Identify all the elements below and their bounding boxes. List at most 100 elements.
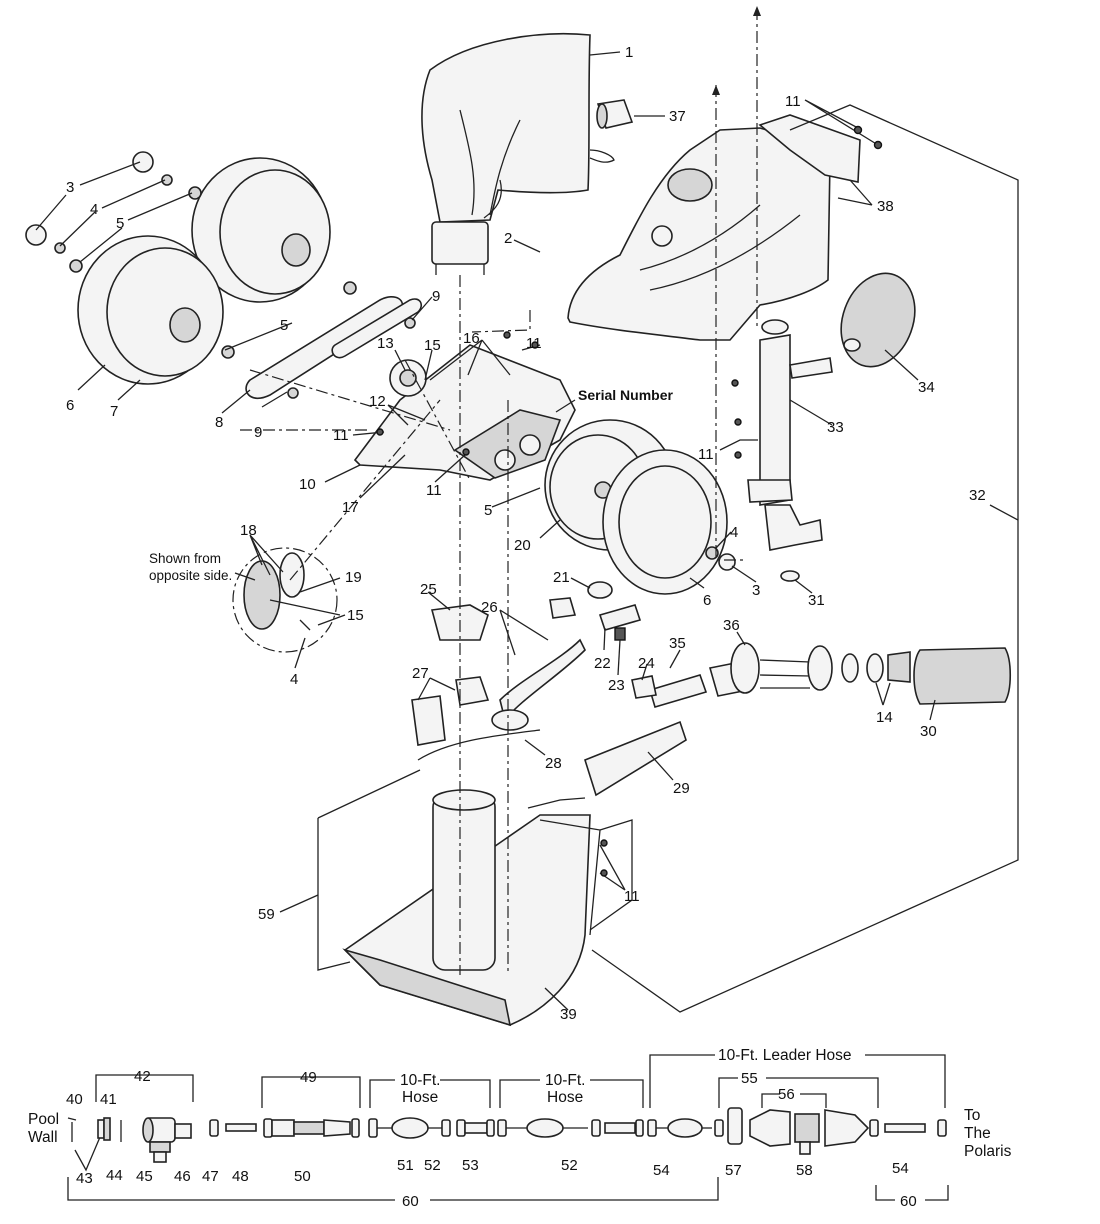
callout-12: 12 <box>369 393 386 410</box>
callout-35: 35 <box>669 635 686 652</box>
callout-8: 8 <box>215 414 223 431</box>
hose-b-label-line2: Hose <box>547 1089 583 1106</box>
callout-56: 56 <box>778 1086 795 1103</box>
callout-57: 57 <box>725 1162 742 1179</box>
callout-21: 21 <box>553 569 570 586</box>
leader-lines <box>35 51 1019 1011</box>
centerlines <box>240 8 758 975</box>
callout-24: 24 <box>638 655 655 672</box>
callout-60b: 60 <box>900 1193 917 1210</box>
callout-3a: 3 <box>66 179 74 196</box>
callout-5b: 5 <box>280 317 288 334</box>
callout-3b: 3 <box>752 582 760 599</box>
riser-tube <box>747 319 833 582</box>
callout-27: 27 <box>412 665 429 682</box>
callout-25: 25 <box>420 581 437 598</box>
callout-32: 32 <box>969 487 986 504</box>
callout-50: 50 <box>294 1168 311 1185</box>
callout-44: 44 <box>106 1167 123 1184</box>
hose-a-label-line1: 10-Ft. <box>400 1072 440 1089</box>
sweep-hose-assembly <box>649 642 1012 708</box>
swivel-fittings <box>491 581 657 731</box>
hose-assembly-diagram: Pool Wall To The Polaris 10-Ft. Hose 10-… <box>28 1047 1012 1210</box>
callout-52a: 52 <box>424 1157 441 1174</box>
callout-labels: 1 2 3 3 4 4 4 5 5 5 6 6 7 8 9 9 10 11 11… <box>66 44 986 1023</box>
callout-13: 13 <box>377 335 394 352</box>
fasteners <box>376 125 883 877</box>
callout-11a: 11 <box>785 93 801 110</box>
callout-34: 34 <box>918 379 935 396</box>
to-polaris-line2: The <box>964 1125 991 1142</box>
callout-53: 53 <box>462 1157 479 1174</box>
flap <box>584 720 687 797</box>
to-polaris-line3: Polaris <box>964 1143 1012 1160</box>
callout-4b: 4 <box>730 524 738 541</box>
pool-wall-label-line2: Wall <box>28 1129 58 1146</box>
nozzle-cap <box>596 99 634 129</box>
float <box>840 272 916 368</box>
shown-from-note-line1: Shown from <box>149 551 221 566</box>
callout-15a: 15 <box>424 337 441 354</box>
callout-29: 29 <box>673 780 690 797</box>
callout-31: 31 <box>808 592 825 609</box>
callout-22: 22 <box>594 655 611 672</box>
callout-60a: 60 <box>402 1193 419 1210</box>
callout-43: 43 <box>76 1170 93 1187</box>
callout-6b: 6 <box>703 592 711 609</box>
callout-11f: 11 <box>624 888 640 905</box>
callout-19: 19 <box>345 569 362 586</box>
callout-6a: 6 <box>66 397 74 414</box>
callout-1: 1 <box>625 44 633 61</box>
callout-11c: 11 <box>333 427 349 444</box>
callout-7: 7 <box>110 403 118 420</box>
chassis <box>353 344 576 481</box>
callout-59: 59 <box>258 906 275 923</box>
callout-5a: 5 <box>116 215 124 232</box>
leader-hose-label: 10-Ft. Leader Hose <box>718 1047 852 1064</box>
callout-39: 39 <box>560 1006 577 1023</box>
filter-bag <box>421 32 615 275</box>
callout-48: 48 <box>232 1168 249 1185</box>
callout-20: 20 <box>514 537 531 554</box>
callout-51: 51 <box>397 1157 414 1174</box>
callout-9b: 9 <box>254 424 262 441</box>
left-wheels <box>25 151 357 385</box>
callout-15b: 15 <box>347 607 364 624</box>
top-cover <box>567 114 861 341</box>
shown-from-note-line2: opposite side. <box>149 568 232 583</box>
callout-16: 16 <box>463 330 480 347</box>
callout-45: 45 <box>136 1168 153 1185</box>
drive-belts <box>245 296 422 400</box>
callout-5c: 5 <box>484 502 492 519</box>
callout-41: 41 <box>100 1091 117 1108</box>
callout-38: 38 <box>877 198 894 215</box>
callout-58: 58 <box>796 1162 813 1179</box>
to-polaris-line1: To <box>964 1107 980 1124</box>
callout-47: 47 <box>202 1168 219 1185</box>
callout-2: 2 <box>504 230 512 247</box>
callout-14: 14 <box>876 709 893 726</box>
serial-number-note: Serial Number <box>578 387 673 403</box>
callout-4c: 4 <box>290 671 298 688</box>
hose-b-label-line1: 10-Ft. <box>545 1072 585 1089</box>
callout-54b: 54 <box>892 1160 909 1177</box>
bottom-housing <box>342 729 601 1027</box>
callout-10: 10 <box>299 476 316 493</box>
hose-a-label-line2: Hose <box>402 1089 438 1106</box>
callout-18: 18 <box>240 522 257 539</box>
callout-28: 28 <box>545 755 562 772</box>
callout-30: 30 <box>920 723 937 740</box>
callout-11b: 11 <box>526 335 542 352</box>
callout-49: 49 <box>300 1069 317 1086</box>
callout-11d: 11 <box>426 482 442 499</box>
callout-46: 46 <box>174 1168 191 1185</box>
callout-52b: 52 <box>561 1157 578 1174</box>
right-wheels <box>544 419 736 595</box>
callout-4a: 4 <box>90 201 98 218</box>
callout-36: 36 <box>723 617 740 634</box>
callout-11e: 11 <box>698 446 714 463</box>
callout-17: 17 <box>342 499 359 516</box>
callout-54a: 54 <box>653 1162 670 1179</box>
